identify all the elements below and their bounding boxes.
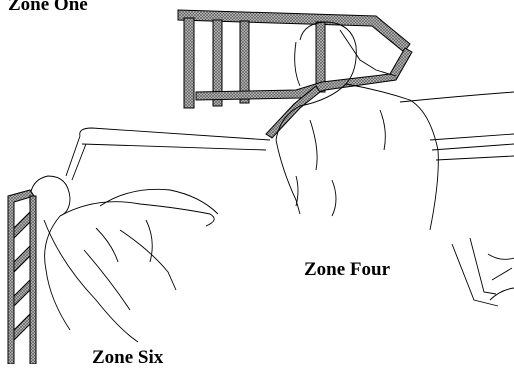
zone-one-label: Zone One	[8, 0, 88, 14]
lying-person	[30, 176, 218, 342]
side-rail	[8, 190, 36, 364]
standing-person	[276, 22, 438, 230]
head-rail	[178, 10, 412, 138]
zone-six-label: Zone Six	[92, 348, 163, 367]
right-rail-fragment	[452, 238, 514, 306]
bed-frame	[66, 92, 514, 180]
zone-four-label: Zone Four	[304, 260, 390, 279]
